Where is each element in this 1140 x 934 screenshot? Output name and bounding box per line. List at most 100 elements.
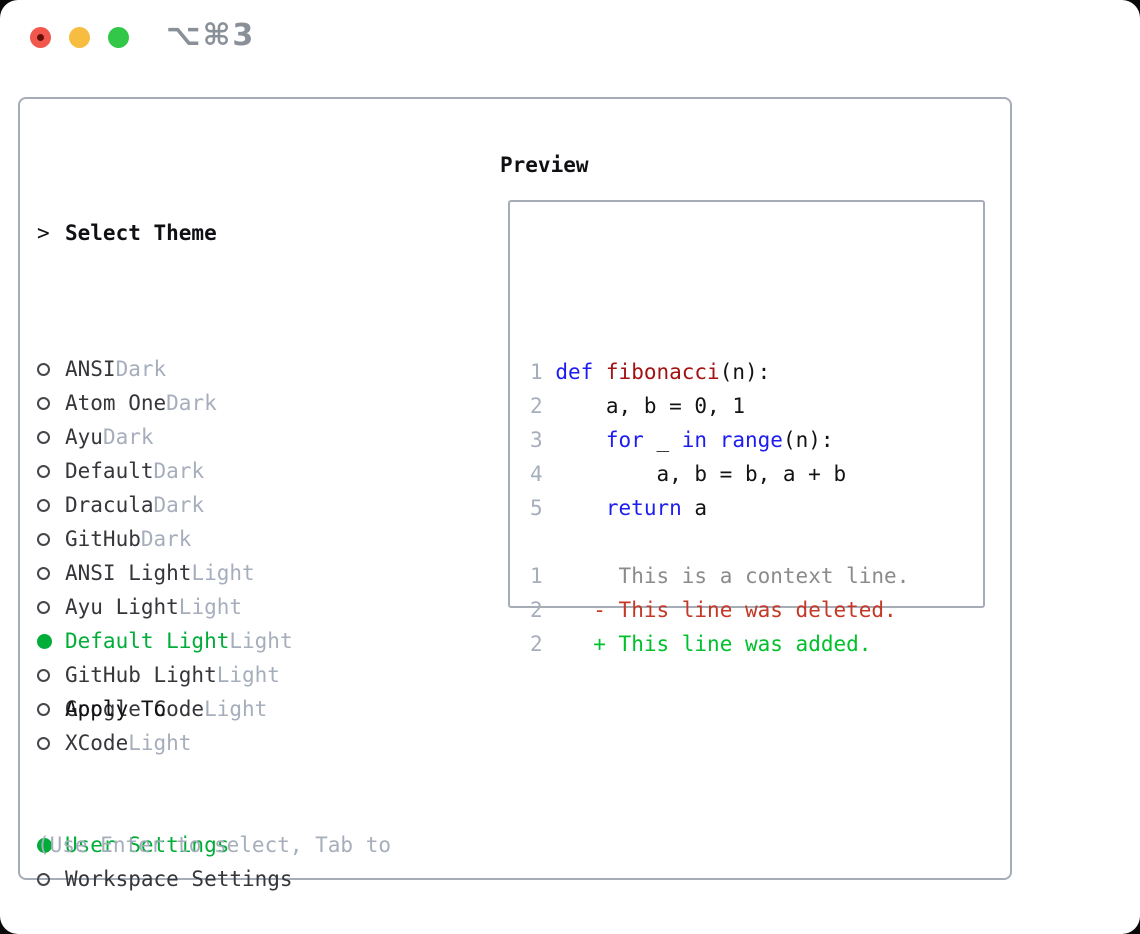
theme-variant-label: Light <box>191 561 255 585</box>
theme-name: Ayu Light <box>65 595 179 619</box>
diff-line-deleted: 2 - This line was deleted. <box>530 593 983 627</box>
unsaved-dot-icon <box>37 34 44 41</box>
radio-icon <box>37 532 50 546</box>
radio-icon <box>37 600 50 614</box>
theme-option-github[interactable]: GitHub Dark <box>37 522 293 556</box>
code-token: (n): <box>782 428 834 452</box>
theme-option-default[interactable]: Default Dark <box>37 454 293 488</box>
apply-option-label: Workspace Settings <box>65 867 293 891</box>
code-token: a, b = b, a + b <box>555 462 847 486</box>
code-token: (n): <box>719 360 771 384</box>
radio-icon <box>37 396 50 410</box>
code-token: a <box>681 496 708 520</box>
code-line: 2 a, b = 0, 1 <box>530 389 983 423</box>
code-token: in <box>681 428 708 452</box>
radio-icon <box>37 566 50 580</box>
line-number: 5 <box>530 496 543 520</box>
theme-name: GitHub Light <box>65 663 217 687</box>
diff-deleted-marker: - <box>593 598 606 622</box>
code-token <box>593 360 606 384</box>
code-token: return <box>605 496 682 520</box>
line-number: 1 <box>530 564 543 588</box>
code-token: range <box>719 428 783 452</box>
theme-name: ANSI <box>65 357 116 381</box>
theme-list-title: Select Theme <box>65 221 217 245</box>
radio-icon <box>37 362 50 376</box>
prompt-caret-icon: > <box>37 221 50 245</box>
theme-option-ansi[interactable]: ANSI Dark <box>37 352 293 386</box>
close-icon[interactable] <box>30 27 51 48</box>
diff-context-marker <box>593 564 606 588</box>
code-line: 3 for _ in range(n): <box>530 423 983 457</box>
apply-option-workspace-settings[interactable]: Workspace Settings <box>37 862 293 896</box>
code-token: for <box>605 428 644 452</box>
theme-variant-label: Dark <box>140 527 192 551</box>
apply-to-header: Apply To <box>37 692 293 726</box>
radio-icon <box>37 430 50 444</box>
line-number: 2 <box>530 632 543 656</box>
radio-icon <box>37 872 50 886</box>
theme-name: ANSI Light <box>65 561 192 585</box>
line-number: 1 <box>530 360 543 384</box>
code-token: fibonacci <box>605 360 720 384</box>
code-token: def <box>555 360 594 384</box>
radio-icon <box>37 702 50 716</box>
theme-name: XCode <box>65 731 129 755</box>
theme-variant-label: Dark <box>166 391 217 415</box>
theme-name: Default Light <box>65 629 230 653</box>
theme-name: Atom One <box>65 391 167 415</box>
theme-option-dracula[interactable]: Dracula Dark <box>37 488 293 522</box>
line-number: 2 <box>530 598 543 622</box>
theme-variant-label: Dark <box>153 493 205 517</box>
radio-icon <box>37 464 50 478</box>
radio-icon <box>37 736 50 750</box>
line-number: 2 <box>530 394 543 418</box>
keyboard-shortcut-label: ⌥⌘3 <box>166 18 256 53</box>
radio-icon <box>37 498 50 512</box>
theme-variant-label: Dark <box>153 459 205 483</box>
diff-context-text: This is a context line. <box>618 564 910 588</box>
code-token <box>555 428 606 452</box>
theme-variant-label: Dark <box>115 357 167 381</box>
preview-title: Preview <box>500 153 589 177</box>
theme-variant-label: Light <box>229 629 293 653</box>
window-controls <box>30 27 129 48</box>
line-number: 3 <box>530 428 543 452</box>
diff-added-marker: + <box>593 632 606 656</box>
diff-line-added: 2 + This line was added. <box>530 627 983 661</box>
theme-variant-label: Light <box>204 697 268 721</box>
theme-option-xcode[interactable]: XCode Light <box>37 726 293 760</box>
apply-option-label: User Settings <box>65 833 230 857</box>
theme-name: Default <box>65 459 154 483</box>
theme-option-atom-one[interactable]: Atom One Dark <box>37 386 293 420</box>
zoom-icon[interactable] <box>108 27 129 48</box>
theme-option-ayu[interactable]: Ayu Dark <box>37 420 293 454</box>
code-token <box>555 496 606 520</box>
theme-name: GitHub <box>65 527 141 551</box>
theme-option-default-light[interactable]: Default Light Light <box>37 624 293 658</box>
code-token: a, b = 0, 1 <box>555 394 745 418</box>
theme-option-ayu-light[interactable]: Ayu Light Light <box>37 590 293 624</box>
diff-added-text: This line was added. <box>618 632 872 656</box>
usage-hint-line-2: change focus) <box>37 930 391 934</box>
theme-list-header: > Select Theme <box>37 216 293 250</box>
diff-deleted-text: This line was deleted. <box>618 598 897 622</box>
usage-hint-line-1: (Use Enter to select, Tab to <box>37 833 392 857</box>
radio-selected-icon <box>37 633 52 649</box>
code-line: 1 def fibonacci(n): <box>530 355 983 389</box>
theme-option-github-light[interactable]: GitHub Light Light <box>37 658 293 692</box>
minimize-icon[interactable] <box>69 27 90 48</box>
apply-option-user-settings[interactable]: User Settings <box>37 828 293 862</box>
usage-hint: (Use Enter to select, Tab to change focu… <box>37 760 391 934</box>
theme-name: Google Code <box>65 697 205 721</box>
theme-name: Ayu <box>65 425 103 449</box>
theme-variant-label: Light <box>178 595 243 619</box>
theme-option-ansi-light[interactable]: ANSI Light Light <box>37 556 293 590</box>
apply-to-title: Apply To <box>65 697 167 721</box>
theme-option-google-code[interactable]: Google Code Light <box>37 692 293 726</box>
